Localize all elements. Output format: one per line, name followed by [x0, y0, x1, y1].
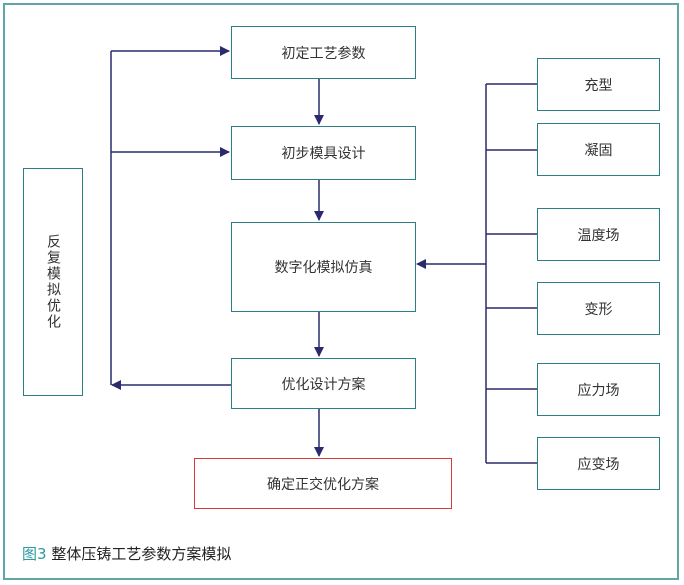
factor-solidify-label: 凝固	[584, 142, 613, 159]
box-final-plan: 确定正交优化方案	[194, 458, 452, 509]
factor-box-temperature: 温度场	[537, 208, 660, 261]
factor-box-strain: 应变场	[537, 437, 660, 490]
factor-box-deformation: 变形	[537, 282, 660, 335]
factor-temperature-label: 温度场	[577, 227, 620, 244]
box-final-plan-label: 确定正交优化方案	[267, 476, 379, 493]
factor-stress-label: 应力场	[577, 382, 620, 399]
figure-caption-text: 整体压铸工艺参数方案模拟	[51, 545, 232, 563]
figure-frame	[3, 3, 679, 580]
box-digital-sim-label: 数字化模拟仿真	[274, 260, 373, 276]
factor-box-solidify: 凝固	[537, 123, 660, 176]
loop-box: 反复模拟优化	[23, 168, 83, 396]
loop-label: 反复模拟优化	[45, 234, 61, 330]
figure-caption: 图3 整体压铸工艺参数方案模拟	[22, 543, 231, 564]
box-digital-sim: 数字化模拟仿真	[231, 222, 416, 312]
box-init-mold-label: 初步模具设计	[281, 146, 366, 162]
factor-strain-label: 应变场	[577, 456, 620, 473]
factor-box-filling: 充型	[537, 58, 660, 111]
factor-box-stress: 应力场	[537, 363, 660, 416]
box-opt-design: 优化设计方案	[231, 358, 416, 409]
figure-number: 图3	[22, 545, 47, 563]
factor-filling-label: 充型	[584, 77, 613, 94]
factor-deformation-label: 变形	[584, 301, 613, 318]
box-init-mold: 初步模具设计	[231, 126, 416, 180]
box-opt-design-label: 优化设计方案	[281, 376, 366, 393]
box-init-params: 初定工艺参数	[231, 26, 416, 79]
box-init-params-label: 初定工艺参数	[281, 45, 366, 62]
